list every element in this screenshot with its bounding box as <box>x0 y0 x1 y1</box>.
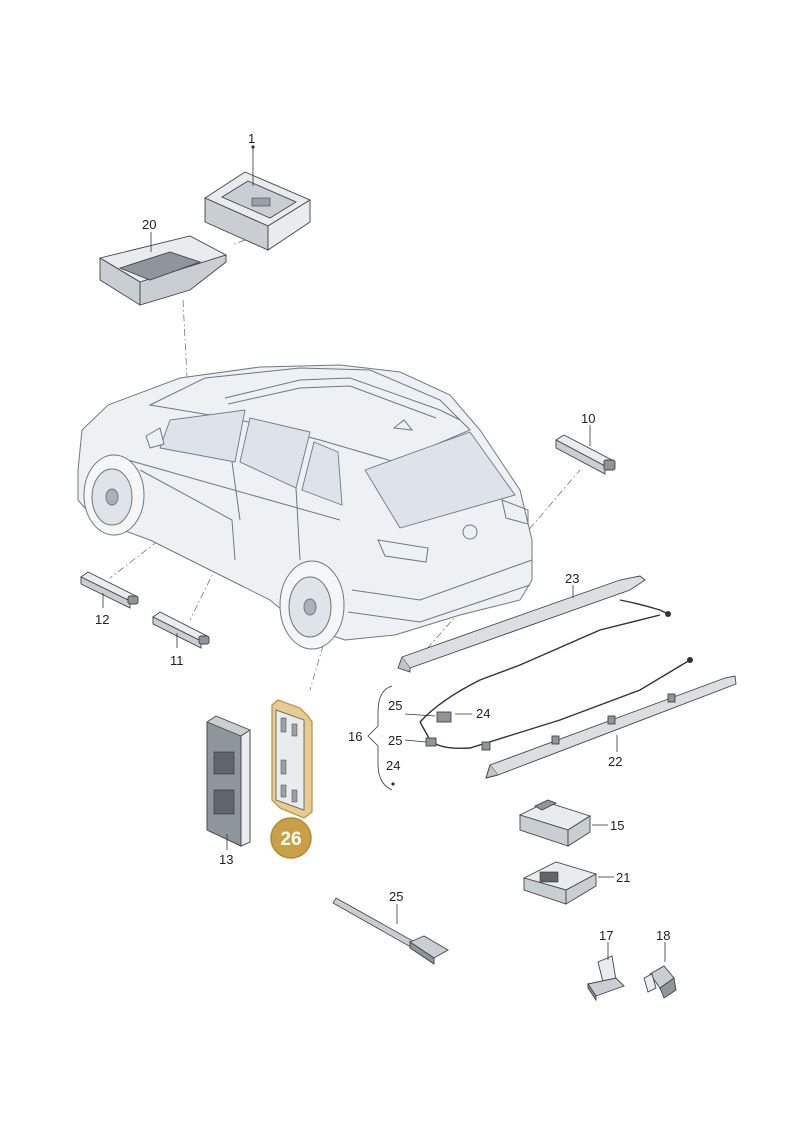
part-18-clip[interactable] <box>643 965 677 999</box>
callout-16: 16 <box>348 729 362 744</box>
part-11-antenna[interactable] <box>152 611 210 649</box>
callout-11: 11 <box>170 653 184 668</box>
callout-1: 1 <box>248 131 255 146</box>
callout-13: 13 <box>219 852 233 867</box>
callout-12: 12 <box>95 612 109 627</box>
callout-20: 20 <box>142 217 156 232</box>
part-1-module-box[interactable] <box>204 171 311 251</box>
callout-18: 18 <box>656 928 670 943</box>
callout-25c: 25 <box>389 889 403 904</box>
callout-24a: 24 <box>476 706 490 721</box>
part-20-bracket[interactable] <box>98 235 228 306</box>
part-12-antenna[interactable] <box>80 571 139 609</box>
part-22-trim-strip[interactable] <box>485 675 737 779</box>
part-13-control-unit[interactable] <box>206 715 251 847</box>
callout-22: 22 <box>608 754 622 769</box>
part-17-bracket[interactable] <box>587 955 625 1002</box>
callout-23: 23 <box>565 571 579 586</box>
callout-17: 17 <box>599 928 613 943</box>
callout-26-badge[interactable]: 26 <box>270 817 312 859</box>
part-16-wiring-harness[interactable] <box>419 611 693 751</box>
callout-24b: 24 <box>386 758 400 773</box>
callout-10: 10 <box>581 411 595 426</box>
part-15-module[interactable] <box>518 799 592 847</box>
part-25-cable-tie[interactable] <box>332 897 449 965</box>
part-26-mounting-bracket-highlighted[interactable] <box>271 699 313 819</box>
callout-15: 15 <box>610 818 624 833</box>
callout-25b: 25 <box>388 733 402 748</box>
part-10-antenna[interactable] <box>555 434 616 475</box>
part-23-trim-strip[interactable] <box>397 575 669 673</box>
callout-21: 21 <box>616 870 630 885</box>
part-21-holder[interactable] <box>522 861 598 905</box>
callout-25a: 25 <box>388 698 402 713</box>
callout-26: 26 <box>280 829 301 850</box>
vehicle-illustration <box>77 364 533 650</box>
